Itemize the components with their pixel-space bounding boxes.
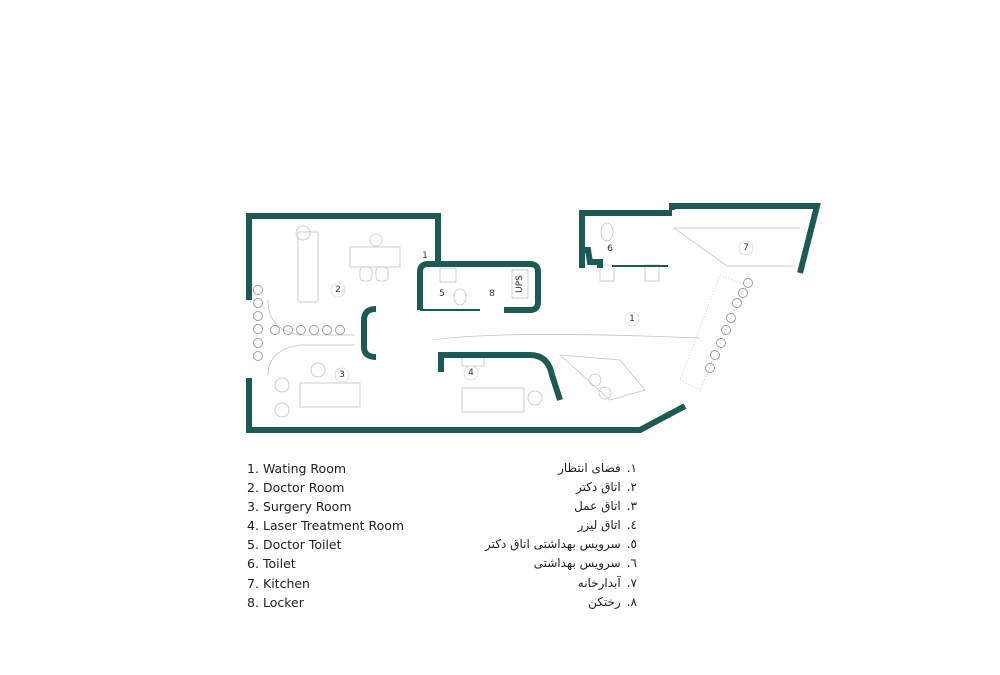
legend-label-fa: سرویس بهداشتی	[533, 556, 621, 571]
legend-number: 5.	[247, 537, 259, 553]
legend-item: 4.Laser Treatment Room ٤. اتاق لیزر	[247, 518, 637, 537]
legend-persian: ٢. اتاق دکتر	[576, 480, 637, 494]
legend-number: 4.	[247, 518, 259, 534]
legend-persian: ٦. سرویس بهداشتی	[534, 556, 637, 570]
legend-number-fa: ٥.	[626, 537, 637, 552]
legend-english: 6.Toilet	[247, 556, 296, 571]
interior-lines	[267, 222, 800, 418]
legend-english: 8.Locker	[247, 595, 304, 610]
room-label-3: 3	[339, 370, 345, 380]
legend-label-fa: آبدارخانه	[577, 575, 621, 590]
legend-persian: ٨. رختکن	[588, 595, 637, 609]
legend-number-fa: ١.	[626, 461, 637, 475]
legend-label-fa: سرویس بهداشتی اتاق دکتر	[485, 537, 621, 552]
room-label-7: 7	[743, 243, 749, 253]
room-label-4: 4	[468, 368, 474, 378]
legend-label-fa: فضای انتظار	[558, 461, 621, 475]
bed-4	[461, 387, 525, 413]
legend-number: 3.	[247, 499, 259, 515]
desk-2	[349, 246, 401, 268]
room-label-8: 8	[489, 289, 495, 299]
room-label-2: 2	[335, 285, 341, 295]
legend-label-fa: اتاق عمل	[574, 499, 621, 514]
room-label-1: 1	[629, 314, 635, 324]
legend-item: 2.Doctor Room ٢. اتاق دکتر	[247, 480, 637, 499]
legend-label-en: Doctor Toilet	[263, 537, 342, 553]
legend-label-en: Laser Treatment Room	[263, 518, 405, 534]
legend-item: 8.Locker ٨. رختکن	[247, 595, 637, 614]
legend-english: 3.Surgery Room	[247, 499, 352, 514]
legend-item: 1. Wating Room ١. فضای انتظار	[247, 461, 637, 480]
legend-label-fa: اتاق دکتر	[575, 480, 621, 495]
legend-label-fa: رختکن	[588, 594, 621, 609]
room-labels: 1 2 3 4 5 6 7 8 UPS 1	[330, 240, 754, 383]
legend-number: 2.	[247, 480, 259, 496]
legend-english: 7.Kitchen	[247, 576, 310, 591]
legend-persian: ٣. اتاق عمل	[574, 499, 637, 513]
legend-persian: ٤. اتاق لیزر	[578, 518, 637, 532]
legend-number: 6.	[247, 556, 259, 572]
walls	[246, 203, 821, 433]
legend-item: 3.Surgery Room ٣. اتاق عمل	[247, 499, 637, 518]
legend-number-fa: ٧.	[626, 575, 637, 590]
legend-label-en: Doctor Room	[263, 480, 345, 496]
small-label: 1	[422, 251, 428, 261]
legend-label-en: Wating Room	[263, 461, 347, 476]
ups-box	[511, 269, 529, 299]
ups-label: UPS	[515, 275, 525, 293]
legend-number: 8.	[247, 594, 259, 610]
room-label-6: 6	[607, 244, 613, 254]
legend-label-en: Locker	[263, 594, 304, 610]
bed-3	[299, 382, 361, 408]
legend-label-en: Surgery Room	[263, 499, 352, 515]
legend-number: 7.	[247, 575, 259, 591]
bed-2	[297, 231, 319, 303]
legend-label-en: Toilet	[263, 556, 296, 572]
legend-english: 5.Doctor Toilet	[247, 537, 342, 552]
legend-number-fa: ٢.	[626, 480, 637, 495]
stool-2	[295, 225, 311, 241]
legend-item: 5.Doctor Toilet ٥. سرویس بهداشتی اتاق دکت…	[247, 537, 637, 556]
legend-label-fa: اتاق لیزر	[577, 518, 621, 533]
legend-label-en: Kitchen	[263, 575, 310, 591]
legend-number-fa: ٨.	[626, 594, 637, 609]
legend-english: 4.Laser Treatment Room	[247, 518, 404, 533]
legend-number: 1.	[247, 461, 259, 476]
legend-english: 1. Wating Room	[247, 461, 346, 476]
legend-persian: ٥. سرویس بهداشتی اتاق دکتر	[485, 537, 637, 551]
plants	[253, 278, 753, 373]
legend-number-fa: ٤.	[626, 518, 637, 533]
legend-persian: ١. فضای انتظار	[558, 461, 637, 475]
legend-item: 7.Kitchen ٧. آبدارخانه	[247, 576, 637, 595]
room-label-5: 5	[439, 289, 445, 299]
curve-wall-2	[267, 299, 355, 336]
legend: 1. Wating Room ١. فضای انتظار 2.Doctor Room…	[247, 461, 637, 614]
legend-english: 2.Doctor Room	[247, 480, 344, 495]
legend-number-fa: ٦.	[626, 556, 637, 571]
legend-persian: ٧. آبدارخانه	[578, 576, 637, 590]
legend-item: 6.Toilet ٦. سرویس بهداشتی	[247, 556, 637, 575]
legend-number-fa: ٣.	[626, 499, 637, 514]
